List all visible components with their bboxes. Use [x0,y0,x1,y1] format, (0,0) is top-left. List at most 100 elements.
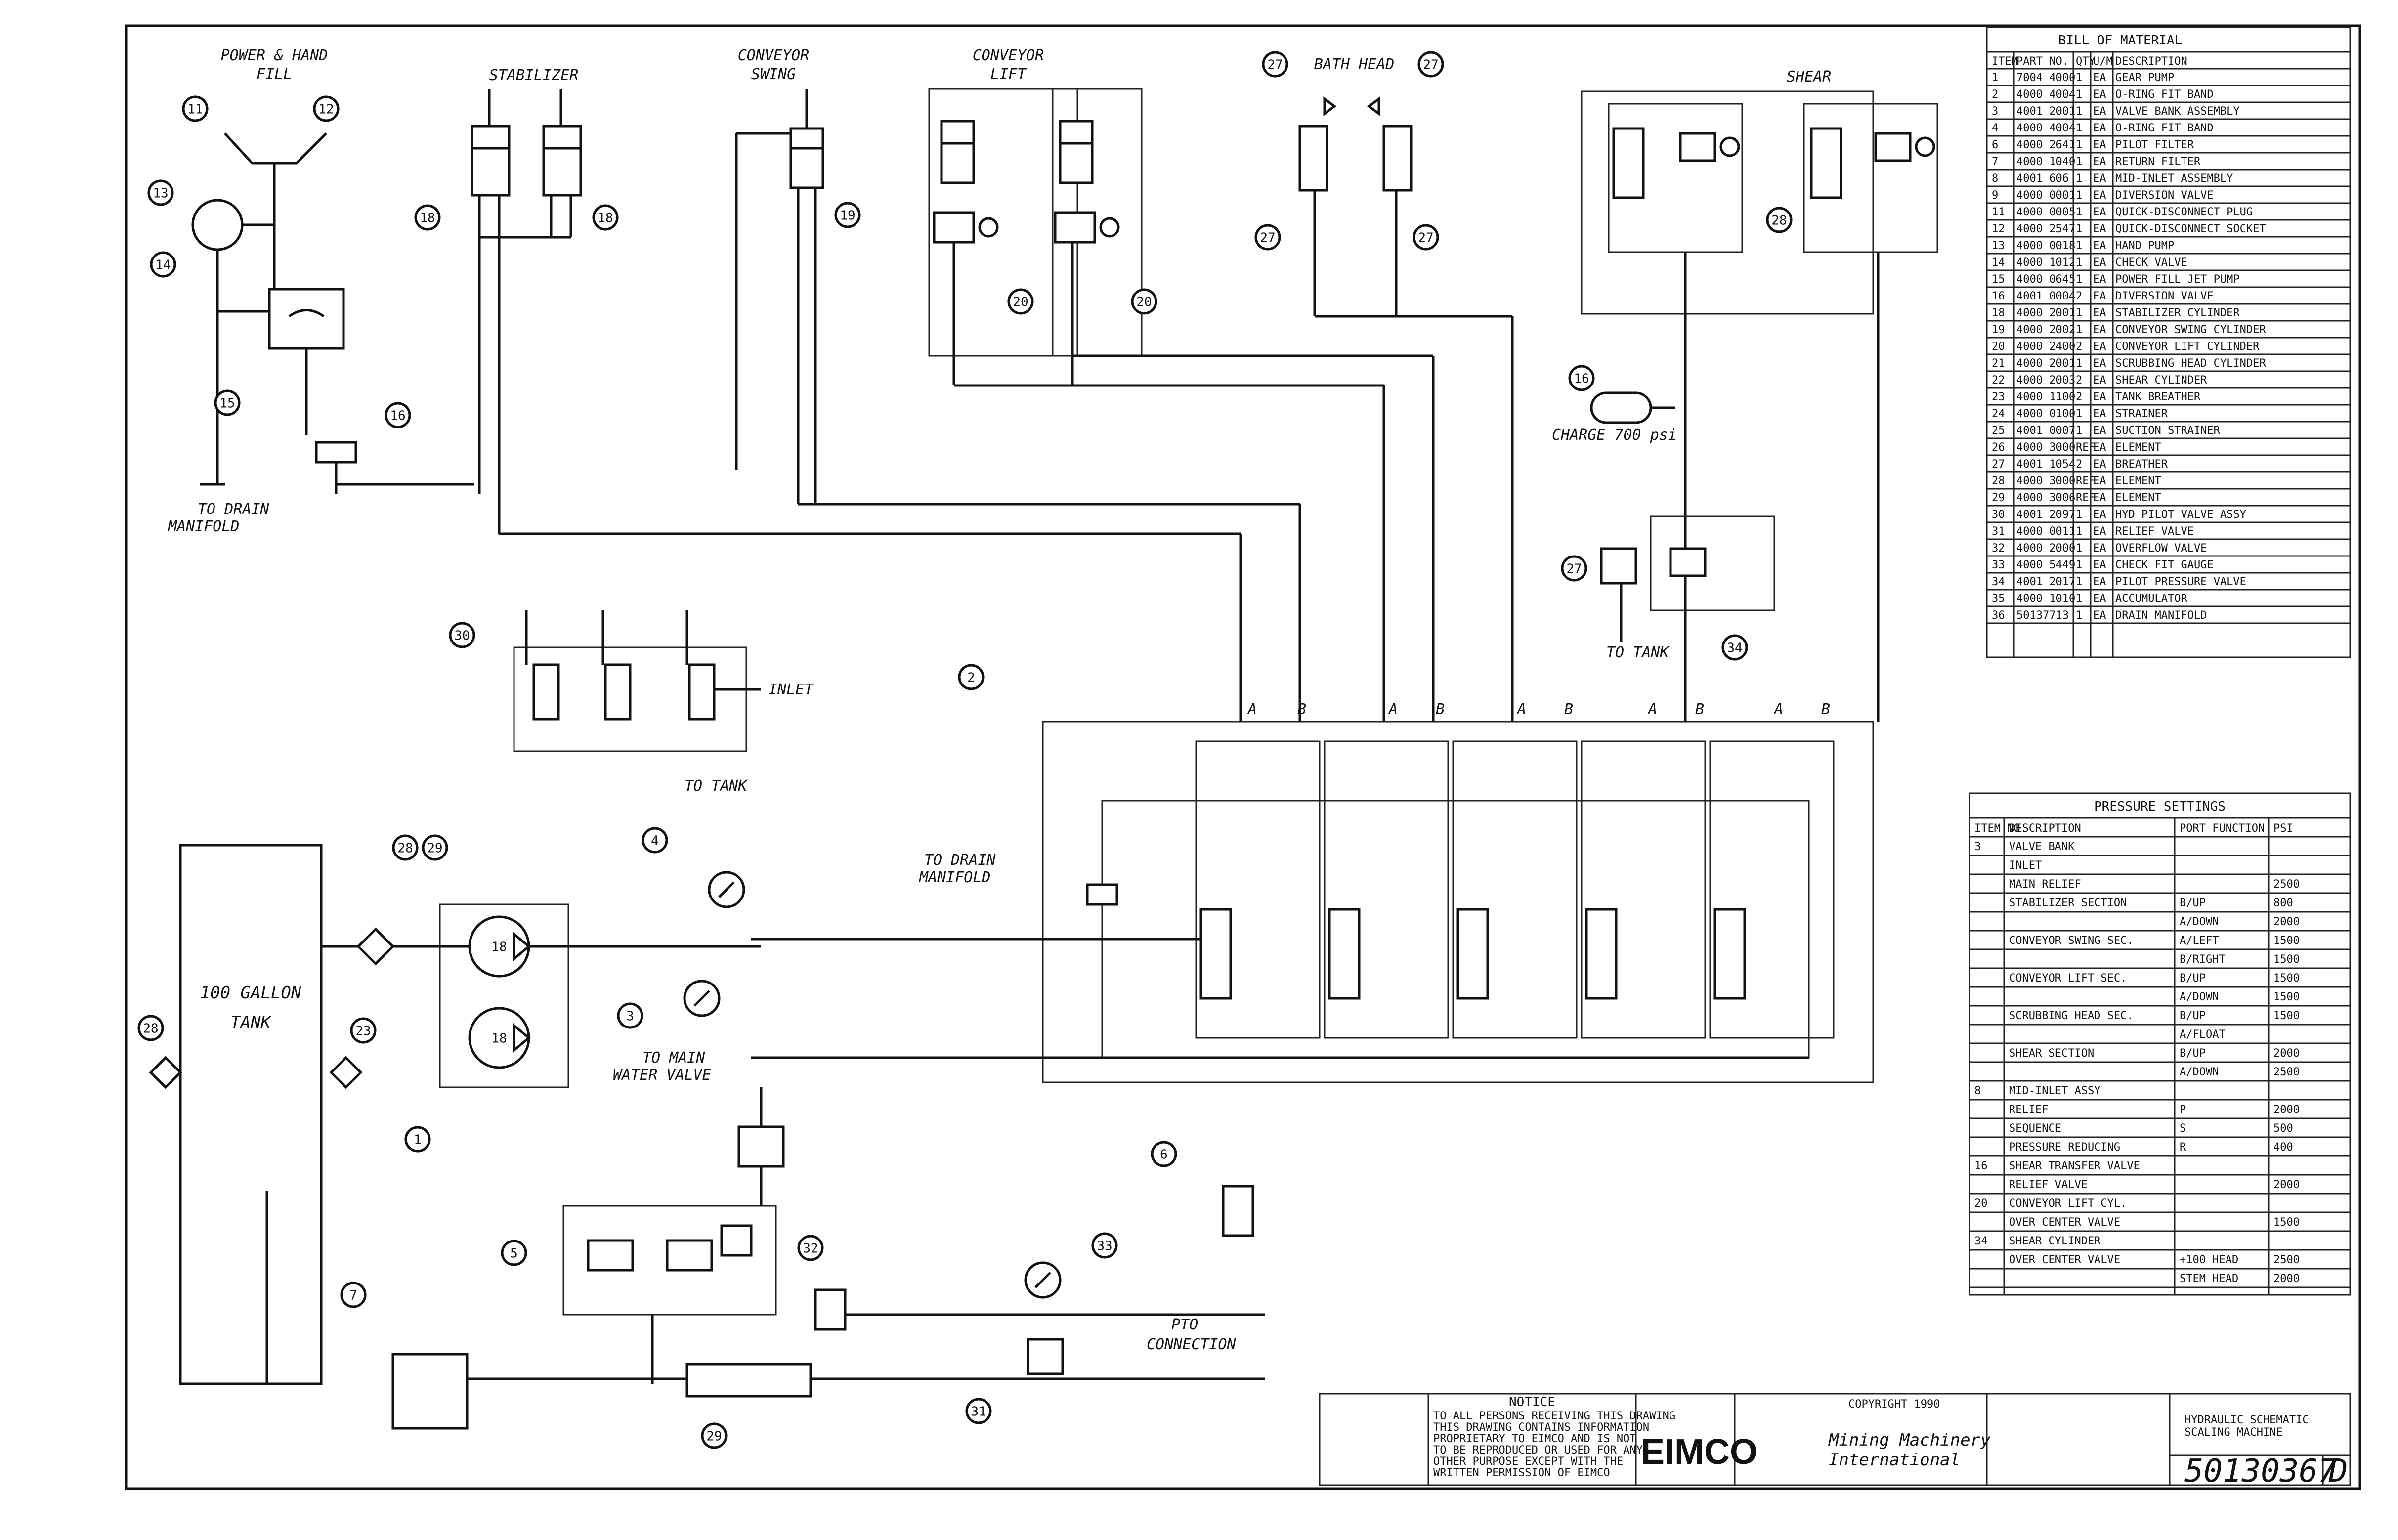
bom-cell: ELEMENT [2115,441,2161,454]
bubble-36 [701,1422,728,1449]
bom-cell: 2 [2076,391,2082,403]
pressure-cell: 1500 [2273,1010,2300,1022]
bom-cell: EA [2093,257,2106,269]
bom-cell: EA [2093,273,2106,286]
pressure-cell: 34 [1974,1235,1988,1247]
bom-cell: 36 [1992,609,2005,622]
bom-cell: 24 [1992,408,2005,420]
svg-text:23: 23 [355,1024,371,1039]
label-to-main-water-valve: TO MAIN [642,1049,705,1067]
bom-cell: 6 [1992,139,1998,151]
svg-text:11: 11 [187,102,203,117]
bom-cell: MID-INLET ASSEMBLY [2115,172,2233,185]
bom-cell: 20 [1992,341,2005,353]
pressure-cell: 8 [1974,1085,1981,1097]
hand-pump-symbol [191,199,244,251]
notice-line-2: THIS DRAWING CONTAINS INFORMATION [1433,1421,1649,1434]
svg-text:32: 32 [803,1241,818,1256]
bom-cell: EA [2093,593,2106,605]
bom-col-header: DESCRIPTION [2115,55,2187,68]
tank-breather-left [149,1056,182,1089]
bom-cell: 28 [1992,475,2005,487]
svg-text:19: 19 [840,209,855,223]
bom-cell: REF [2076,492,2096,504]
bom-cell: O-RING FIT BAND [2115,88,2214,101]
bom-cell: REF [2076,475,2096,487]
bubble-18b [592,204,619,231]
bom-cell: QUICK-DISCONNECT SOCKET [2115,223,2266,235]
bubble-15 [214,389,241,416]
bubble-27d [1413,224,1439,251]
pressure-cell: 2500 [2273,1066,2300,1078]
bom-cell: 25 [1992,425,2005,437]
svg-text:3: 3 [626,1009,634,1024]
pressure-cell: SHEAR TRANSFER VALVE [2009,1160,2140,1172]
svg-text:14: 14 [155,258,171,273]
bom-cell: 4000 3000 [2016,441,2075,454]
pressure-cell: R [2180,1141,2186,1154]
label-tank-2: TANK [230,1013,272,1032]
bom-cell: 1 [2076,525,2082,538]
bom-cell: 7004 4000 [2016,72,2075,84]
pressure-cell: 1500 [2273,972,2300,984]
bom-cell: STABILIZER CYLINDER [2115,307,2240,319]
bom-cell: EA [2093,475,2106,487]
bom-cell: 4 [1992,122,1998,134]
bubble-20b [1131,288,1157,315]
bom-cell: 16 [1992,290,2005,302]
bom-cell: CONVEYOR SWING CYLINDER [2115,324,2266,336]
bubble-14 [150,251,176,278]
bom-cell: EA [2093,139,2106,151]
svg-text:34: 34 [1727,641,1742,656]
overflow-valve-32-symbol [814,1288,847,1331]
pressure-cell: B/UP [2180,1010,2206,1022]
pressure-cell: 500 [2273,1122,2293,1135]
bom-cell: 11 [1992,206,2005,218]
bom-cell: PILOT PRESSURE VALVE [2115,576,2246,588]
bom-cell: 1 [2076,273,2082,286]
bubble-28b [137,1015,164,1041]
copyright: COPYRIGHT 1990 [1848,1398,1940,1411]
bom-cell: EA [2093,72,2106,84]
main-valve-bank-3 [751,721,1874,1083]
bom-cell: 4000 4004 [2016,88,2075,101]
pressure-cell: +100 HEAD [2180,1254,2238,1266]
bom-cell: 4001 2097 [2016,509,2075,521]
drawing-number: 50130367 [2184,1453,2337,1490]
bubble-13 [147,179,174,206]
sheet-border [125,24,2361,1490]
pressure-cell: RELIEF [2009,1104,2048,1116]
pressure-cell: RELIEF VALVE [2009,1179,2088,1191]
pressure-title: PRESSURE SETTINGS [2094,799,2226,814]
pressure-cell: 2000 [2273,1273,2300,1285]
svg-text:15: 15 [219,396,235,411]
svg-text:27: 27 [1260,231,1275,246]
svg-text:18: 18 [420,211,435,226]
label-conveyor-lift: CONVEYOR [973,47,1044,64]
bom-cell: REF [2076,441,2096,454]
svg-text:16: 16 [1574,372,1589,386]
svg-text:20: 20 [1136,295,1152,310]
pressure-cell: 1500 [2273,991,2300,1003]
label-to-drain-manifold-2b: MANIFOLD [919,869,991,886]
bom-cell: 22 [1992,374,2005,386]
label-charge: CHARGE 700 psi [1552,427,1677,444]
strainer-symbol [356,927,395,966]
bom-cell: EA [2093,240,2106,252]
bubble-35 [1568,365,1595,391]
pressure-col-header: ITEM NO. [1974,822,2027,835]
bom-cell: 1 [2076,257,2082,269]
bom-cell: TANK BREATHER [2115,391,2201,403]
revision: D [2328,1453,2348,1490]
bom-cell: 23 [1992,391,2005,403]
return-filter-7-symbol [391,1353,469,1430]
bom-col-header: U/M [2093,55,2113,68]
bom-cell: 9 [1992,189,1998,202]
bubble-1 [404,1126,431,1153]
pressure-cell: 1500 [2273,935,2300,947]
pump-label-lower: 18 [491,1031,507,1046]
pressure-cell: A/FLOAT [2180,1028,2226,1041]
bubble-3 [958,664,985,690]
svg-text:6: 6 [1160,1148,1168,1162]
svg-text:28: 28 [143,1022,158,1036]
